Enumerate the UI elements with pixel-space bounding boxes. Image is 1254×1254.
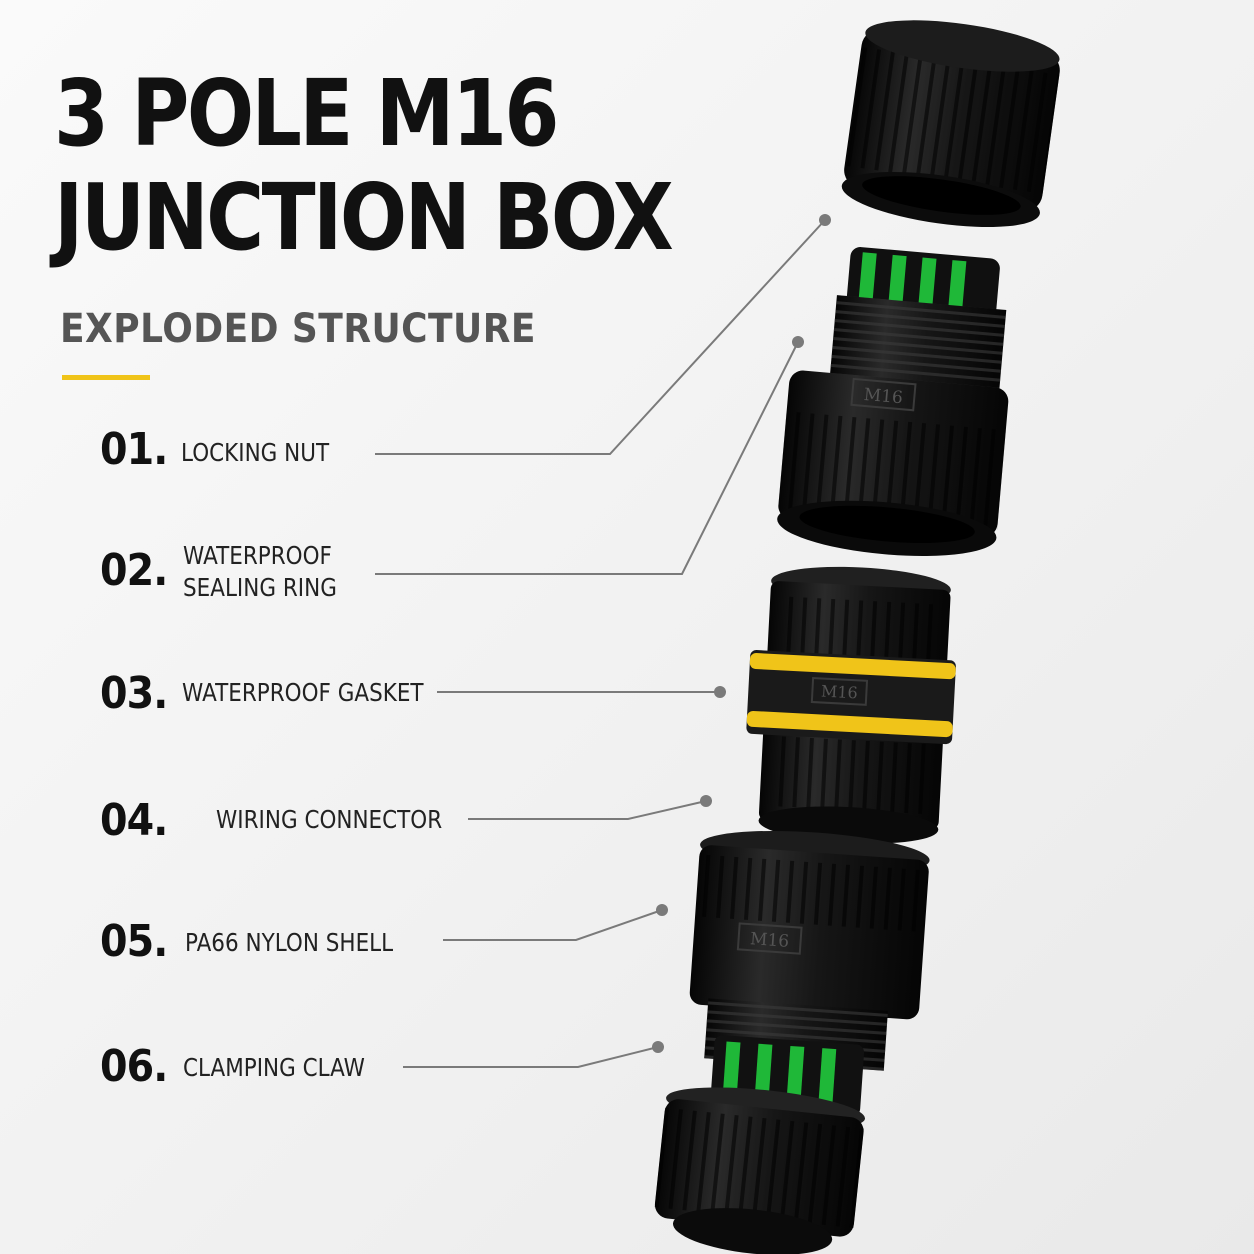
subtitle: EXPLODED STRUCTURE	[60, 306, 536, 352]
upper-shell-marking: M16	[863, 385, 904, 408]
gasket-ring-upper	[749, 653, 956, 680]
leader-line-06	[403, 1046, 659, 1068]
accent-underline	[62, 375, 150, 380]
component-number-01: 01.	[100, 424, 168, 475]
leader-dot-04	[700, 795, 712, 807]
title-line-2: JUNCTION BOX	[54, 164, 674, 271]
leader-dot-06	[652, 1041, 664, 1053]
gasket-ring-lower	[746, 710, 953, 738]
component-label-sealing-ring-line2: SEALING RING	[183, 573, 337, 602]
gasket-marking: M16	[821, 681, 859, 702]
leader-lines	[375, 219, 826, 1068]
leader-line-05	[443, 909, 663, 941]
leader-dot-05	[656, 904, 668, 916]
leader-line-01	[375, 219, 826, 455]
component-number-04: 04.	[100, 795, 168, 846]
component-label-wiring-connector: WIRING CONNECTOR	[216, 805, 443, 834]
leader-dot-03	[714, 686, 726, 698]
component-label-sealing-ring-line1: WATERPROOF	[183, 541, 332, 570]
upper-shell: M16	[777, 247, 1009, 557]
leader-line-02	[375, 341, 799, 575]
title-line-1: 3 POLE M16	[54, 60, 559, 167]
end-cap-nut	[841, 20, 1060, 228]
leader-line-04	[468, 800, 707, 820]
lower-shell: M16	[689, 830, 930, 1071]
lower-shell-marking: M16	[749, 929, 789, 952]
component-number-06: 06.	[100, 1041, 168, 1092]
component-number-05: 05.	[100, 916, 168, 967]
page-title: 3 POLE M16 JUNCTION BOX	[54, 60, 674, 271]
leader-dot-01	[819, 214, 831, 226]
leader-dot-02	[792, 336, 804, 348]
wiring-connector-body: M16	[746, 566, 956, 844]
component-label-locking-nut: LOCKING NUT	[181, 438, 330, 467]
component-number-02: 02.	[100, 545, 168, 596]
component-number-03: 03.	[100, 668, 168, 719]
bottom-cable-nut	[654, 1087, 866, 1254]
component-label-gasket: WATERPROOF GASKET	[182, 678, 424, 707]
component-label-nylon-shell: PA66 NYLON SHELL	[185, 928, 394, 957]
component-label-clamping-claw: CLAMPING CLAW	[183, 1053, 365, 1082]
component-label-sealing-ring: WATERPROOF SEALING RING	[183, 540, 337, 604]
